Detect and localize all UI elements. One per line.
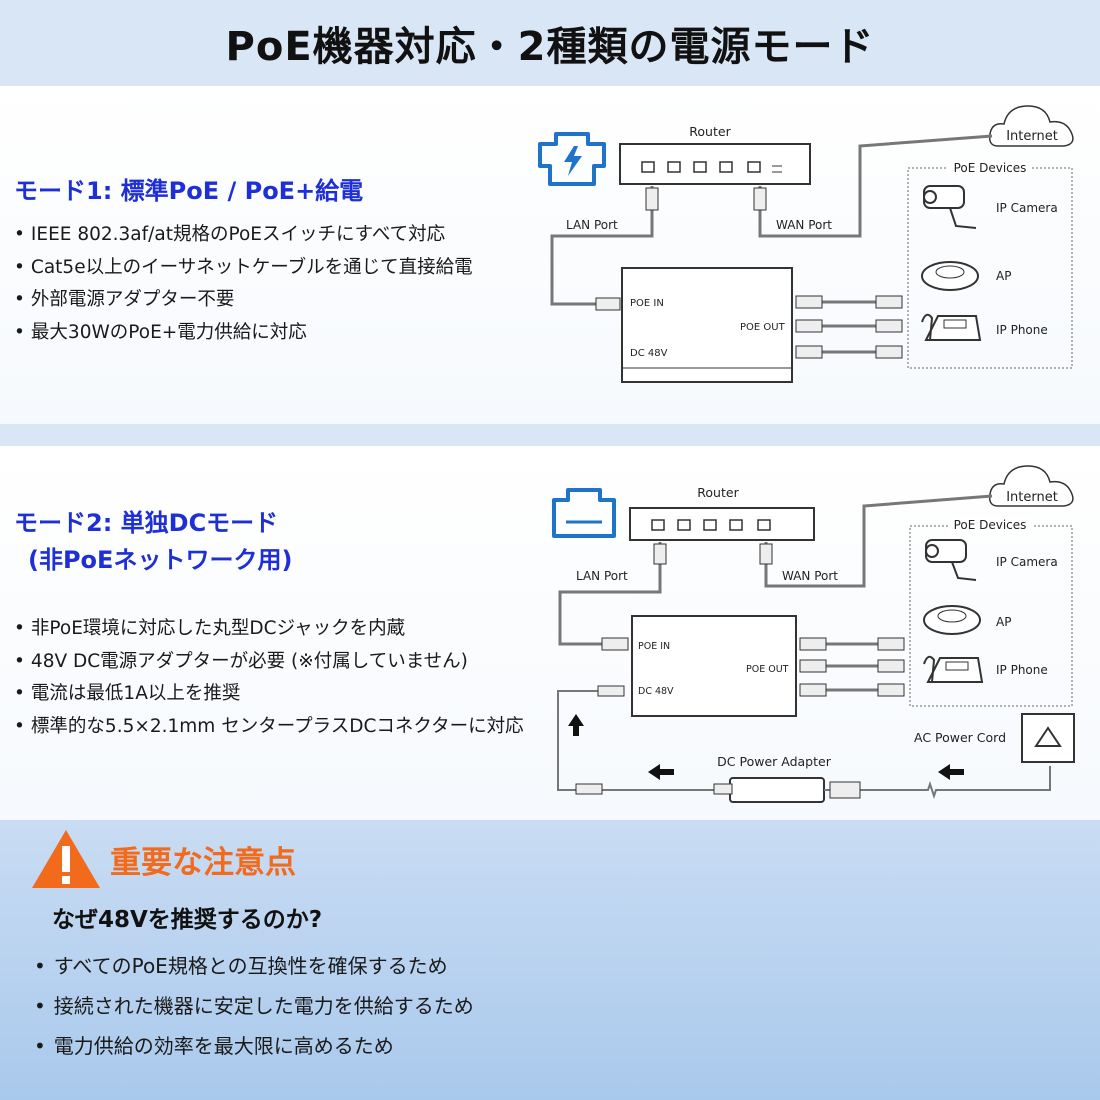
mode2-title: モード2: 単独DCモード (非PoEネットワーク用) xyxy=(14,505,292,579)
mode1-bullet: 最大30WのPoE+電力供給に対応 xyxy=(14,317,473,350)
ip-camera-icon xyxy=(925,539,977,581)
ip-camera-label: IP Camera xyxy=(996,555,1058,569)
ip-phone-icon xyxy=(921,313,982,341)
mode2-title-line2: (非PoEネットワーク用) xyxy=(28,546,293,575)
router-label: Router xyxy=(689,124,731,139)
ethernet-icon xyxy=(552,488,616,538)
access-point-icon xyxy=(923,605,981,635)
lan-port-label: LAN Port xyxy=(566,218,618,232)
mode2-bullet-list: 非PoE環境に対応した丸型DCジャックを内蔵 48V DC電源アダプターが必要 … xyxy=(14,613,534,743)
up-arrow-icon xyxy=(568,714,584,736)
wall-outlet-icon xyxy=(1021,713,1075,763)
internet-cloud-icon xyxy=(988,105,1074,147)
poe-injector-box xyxy=(621,267,793,383)
internet-cloud-icon xyxy=(988,465,1074,507)
internet-label: Internet xyxy=(1006,129,1058,144)
poe-out-label: POE OUT xyxy=(740,322,786,333)
poe-in-label: POE IN xyxy=(630,298,664,309)
lan-port-label: LAN Port xyxy=(576,569,628,583)
mode2-diagram: Router Internet WAN Port LAN Port POE IN… xyxy=(552,465,1075,803)
page-title: PoE機器対応・2種類の電源モード xyxy=(225,24,875,70)
mode1-bullet-list: IEEE 802.3af/at規格のPoEスイッチにすべて対応 Cat5e以上の… xyxy=(14,219,473,349)
poe-devices-label: PoE Devices xyxy=(954,161,1027,175)
section-divider xyxy=(0,424,1100,446)
mode2-bullet: 48V DC電源アダプターが必要 (※付属していません) xyxy=(14,646,534,679)
dc48v-label: DC 48V xyxy=(630,348,668,359)
poe-in-label: POE IN xyxy=(638,641,670,652)
warning-header: 重要な注意点 xyxy=(30,828,296,890)
access-point-icon xyxy=(921,261,979,291)
mode1-bullet: IEEE 802.3af/at規格のPoEスイッチにすべて対応 xyxy=(14,219,473,252)
router-device xyxy=(629,507,815,541)
dc-power-adapter-label: DC Power Adapter xyxy=(717,754,832,769)
warning-bullet: すべてのPoE規格との互換性を確保するため xyxy=(34,946,474,986)
poe-out-label: POE OUT xyxy=(746,664,789,675)
mode1-title: モード1: 標準PoE / PoE+給電 xyxy=(14,177,364,205)
ac-power-cord-label: AC Power Cord xyxy=(914,730,1006,745)
ip-camera-icon xyxy=(923,185,977,229)
internet-label: Internet xyxy=(1006,490,1058,505)
ip-phone-label: IP Phone xyxy=(996,663,1048,677)
mode1-diagram: Router Internet WAN Port LAN Port POE IN… xyxy=(538,105,1074,383)
warning-bullet: 接続された機器に安定した電力を供給するため xyxy=(34,986,474,1026)
router-label: Router xyxy=(697,485,739,500)
mode2-title-line1: モード2: 単独DCモード xyxy=(14,509,279,537)
ap-label: AP xyxy=(996,269,1011,283)
ip-phone-label: IP Phone xyxy=(996,323,1048,337)
poe-injector-box xyxy=(631,615,797,717)
warning-bullet-list: すべてのPoE規格との互換性を確保するため 接続された機器に安定した電力を供給す… xyxy=(34,946,474,1066)
ethernet-poe-icon xyxy=(538,132,606,186)
mode2-bullet: 電流は最低1A以上を推奨 xyxy=(14,678,534,711)
mode1-bullet: 外部電源アダプター不要 xyxy=(14,284,473,317)
ap-label: AP xyxy=(996,615,1011,629)
warning-title: 重要な注意点 xyxy=(110,844,296,881)
title-band: PoE機器対応・2種類の電源モード xyxy=(0,0,1100,86)
wan-port-label: WAN Port xyxy=(776,218,832,232)
dc48v-label: DC 48V xyxy=(638,686,674,697)
warning-bullet: 電力供給の効率を最大限に高めるため xyxy=(34,1026,474,1066)
left-arrow-icon xyxy=(938,764,964,780)
mode2-bullet: 標準的な5.5×2.1mm センタープラスDCコネクターに対応 xyxy=(14,711,534,744)
router-device xyxy=(619,143,811,185)
mode2-bullet: 非PoE環境に対応した丸型DCジャックを内蔵 xyxy=(14,613,534,646)
ip-camera-label: IP Camera xyxy=(996,201,1058,215)
left-arrow-icon xyxy=(648,764,674,780)
warning-subtitle: なぜ48Vを推奨するのか? xyxy=(52,907,323,933)
warning-triangle-icon xyxy=(32,830,100,888)
dc-power-adapter-icon xyxy=(729,777,825,803)
ip-phone-icon xyxy=(923,655,984,683)
wan-port-label: WAN Port xyxy=(782,569,838,583)
mode1-bullet: Cat5e以上のイーサネットケーブルを通じて直接給電 xyxy=(14,252,473,285)
poe-devices-label: PoE Devices xyxy=(954,518,1027,532)
